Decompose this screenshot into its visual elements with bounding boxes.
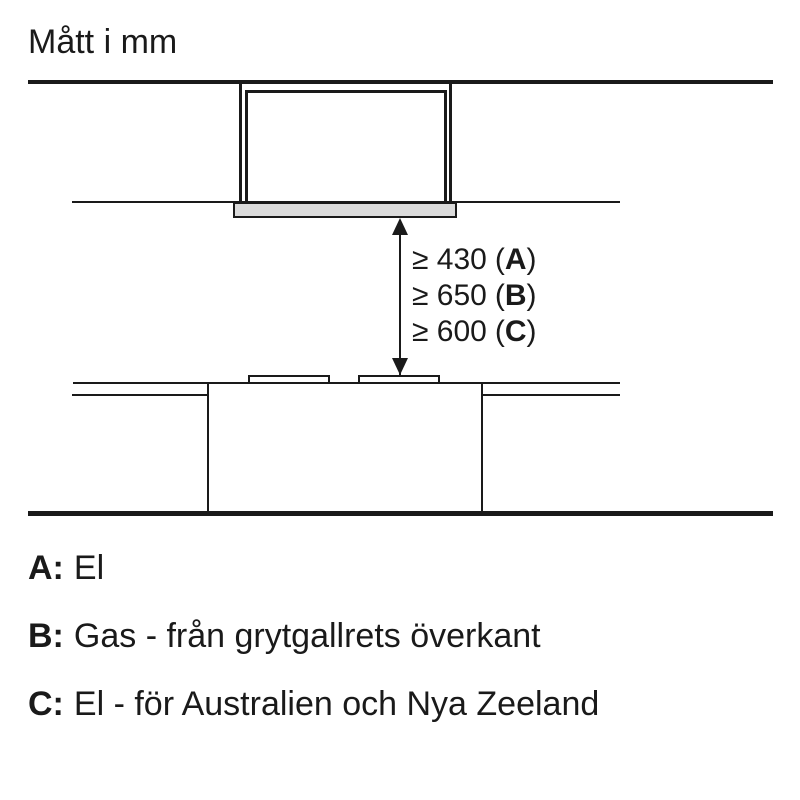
dimension-min: ≥ 600 [412,315,487,348]
dimension-label: ≥ 600(C) [412,315,537,348]
legend-item: C:El - för Australien och Nya Zeeland [28,687,599,721]
legend-text: El [73,549,105,587]
arrowhead-up-icon [392,218,408,235]
dimension-min: ≥ 650 [412,279,487,312]
cabinet-right-line [481,384,483,512]
burner-left [248,375,330,384]
cabinet-left-line [207,384,209,512]
arrowhead-down-icon [392,358,408,375]
dimension-letter: C [504,315,527,348]
legend-key: B: [28,617,64,655]
countertop-edge-right-line [482,394,620,396]
dimension-arrow [399,220,401,375]
dimension-letter: A [504,243,527,276]
ceiling-line [28,80,773,84]
hood-flue-left-line [239,84,242,204]
dimension-min: ≥ 430 [412,243,487,276]
legend-key: A: [28,549,64,587]
page-title: Mått i mm [28,23,178,61]
legend-item: B:Gas - från grytgallrets överkant [28,619,599,653]
legend-text: El - för Australien och Nya Zeeland [73,685,600,723]
countertop-edge-left-line [72,394,208,396]
legend: A:El B:Gas - från grytgallrets överkant … [28,551,599,755]
countertop-line [73,382,620,384]
legend-key: C: [28,685,64,723]
floor-line [28,511,773,516]
dimension-label: ≥ 430(A) [412,243,537,276]
dimension-letter: B [504,279,527,312]
hood-canopy-bar [233,202,457,218]
legend-text: Gas - från grytgallrets överkant [73,617,541,655]
legend-item: A:El [28,551,599,585]
hood-chimney-box [245,90,447,204]
dimension-label: ≥ 650(B) [412,279,537,312]
hood-flue-right-line [449,84,452,204]
dimension-labels: ≥ 430(A) ≥ 650(B) ≥ 600(C) [412,242,537,350]
burner-right [358,375,440,384]
